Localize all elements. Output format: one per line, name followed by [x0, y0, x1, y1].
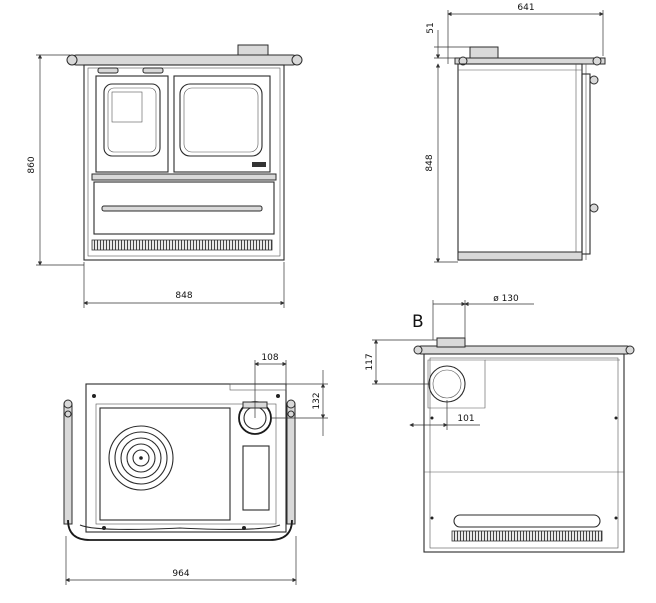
- front-plinth-grille: [91, 239, 273, 251]
- top-rail-right: [286, 403, 296, 525]
- front-body: [83, 64, 285, 261]
- front-control-slider-left: [97, 67, 119, 74]
- top-view-body: [85, 383, 287, 533]
- side-view: 641 51 848: [425, 3, 606, 263]
- rear-flue-collar: [436, 337, 466, 348]
- dim-side-height: 848: [425, 154, 435, 171]
- side-oven-handle-knob: [589, 75, 599, 85]
- rear-vent-slot: [453, 514, 601, 528]
- rear-view: B ø 130 117 101: [365, 294, 635, 553]
- front-drawer: [93, 181, 275, 235]
- dim-flue-offset-y: 132: [312, 392, 322, 409]
- rear-plinth-grille: [451, 530, 603, 542]
- dim-side-top-offset: 51: [426, 22, 436, 33]
- front-top-plate: [71, 54, 298, 66]
- rear-flue-outlet: [428, 365, 466, 403]
- front-control-slider-right: [142, 67, 164, 74]
- dim-front-height: 860: [27, 156, 37, 173]
- dim-flue-diameter: ø 130: [493, 294, 519, 304]
- rear-body: [423, 353, 625, 553]
- top-view: 964 108 132: [63, 353, 328, 585]
- dim-flue-offset-x: 108: [261, 353, 278, 363]
- side-drawer-handle-knob: [589, 203, 599, 213]
- front-badge: [252, 162, 266, 167]
- front-firebox-door: [95, 75, 169, 173]
- side-top-plate: [454, 57, 606, 65]
- front-flue-stub: [237, 44, 269, 56]
- front-rail-left-knob: [66, 54, 78, 66]
- hob-rings: [108, 425, 174, 491]
- front-rail-right-knob: [291, 54, 303, 66]
- dim-top-width: 964: [172, 569, 189, 579]
- side-flue-stub: [469, 46, 499, 59]
- dim-rear-flue-height: 117: [365, 353, 375, 370]
- front-drawer-handle: [101, 205, 263, 212]
- hob-plate: [99, 407, 231, 521]
- front-view: 860 848: [27, 44, 303, 308]
- view-label-b: B: [412, 312, 424, 332]
- dim-front-width: 848: [175, 291, 192, 301]
- dim-side-depth: 641: [517, 3, 534, 13]
- side-body: [457, 63, 583, 261]
- top-side-panel: [242, 445, 270, 511]
- top-rail-left: [63, 403, 73, 525]
- front-oven-door: [173, 75, 271, 173]
- dim-rear-flue-side: 101: [457, 414, 474, 424]
- top-front-handle: [67, 519, 293, 541]
